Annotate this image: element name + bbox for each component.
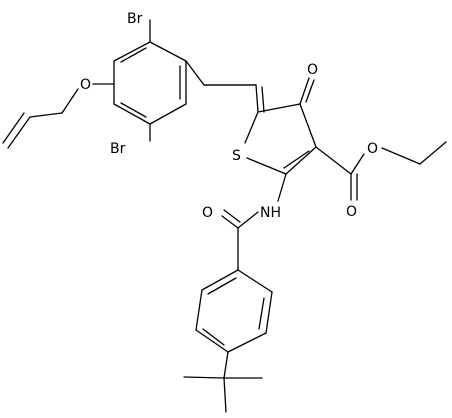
br-bottom-label: Br: [110, 141, 126, 157]
tert-butylphenyl-ring: [195, 269, 273, 353]
o-ether-label: O: [80, 77, 91, 93]
allyl-chain: [2, 88, 79, 149]
thiophene-ring: [244, 103, 317, 175]
nh-label: NH: [260, 205, 281, 221]
s-ring-label: S: [232, 148, 241, 164]
o-amide-label: O: [202, 205, 213, 221]
o-ester-double-label: O: [346, 204, 357, 220]
br-top-label: Br: [127, 11, 143, 27]
o-ketone-label: O: [307, 62, 318, 78]
benzylidene-bond: [185, 60, 265, 113]
tert-butyl-group: [183, 351, 263, 413]
c-n-bond: [277, 173, 287, 202]
o-ester-single-label: O: [367, 141, 378, 157]
dibromophenyl-ring: [113, 41, 187, 125]
amide-carbonyl: [221, 209, 259, 271]
ethyl-ester: [315, 141, 447, 201]
ketone-bond: [299, 77, 310, 105]
